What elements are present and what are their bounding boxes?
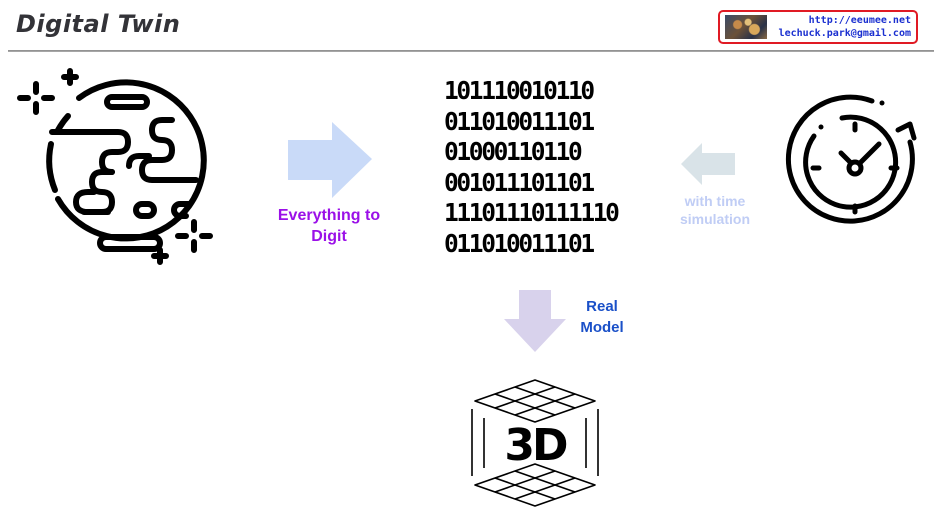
binary-row: 01000110110 (444, 137, 583, 166)
binary-data-icon: 101110010110 011010011101 01000110110 00… (444, 76, 628, 259)
arrow-to-digit-shape (288, 122, 372, 198)
binary-row: 011010011101 (444, 228, 595, 258)
binary-row: 011010011101 (444, 106, 595, 136)
edge-label-line1: with time (684, 193, 746, 209)
author-badge: http://eeumee.net lechuck.park@gmail.com (718, 10, 918, 44)
edge-label-with-time-simulation: with time simulation (660, 192, 770, 228)
edge-label-line1: Real (586, 298, 618, 315)
edge-label-line2: simulation (679, 211, 750, 227)
arrow-to-model-shape (504, 290, 566, 352)
arrow-from-clock-shape (681, 143, 735, 185)
binary-row: 101110010110 (444, 76, 595, 105)
page-title: Digital Twin (16, 10, 181, 38)
edge-label-line2: Model (580, 319, 624, 336)
3d-cube-icon: 3D (471, 379, 599, 507)
author-url[interactable]: http://eeumee.net (808, 15, 911, 26)
clock-history-icon (785, 94, 917, 224)
binary-row: 11101110111110 (444, 198, 620, 227)
binary-row: 001011101101 (444, 167, 595, 197)
edge-label-line1: Everything to (277, 207, 381, 224)
author-email[interactable]: lechuck.park@gmail.com (778, 28, 911, 39)
arrow-to-model (504, 290, 566, 352)
edge-label-line2: Digit (311, 228, 347, 245)
edge-label-everything-to-digit: Everything to Digit (256, 205, 402, 247)
arrow-to-digit (288, 122, 372, 198)
author-thumbnail (725, 15, 767, 39)
arrow-from-clock (681, 143, 735, 185)
title-divider (8, 50, 934, 52)
planet-icon (17, 68, 213, 265)
edge-label-real-model: Real Model (566, 296, 638, 338)
3d-label: 3D (504, 420, 567, 471)
